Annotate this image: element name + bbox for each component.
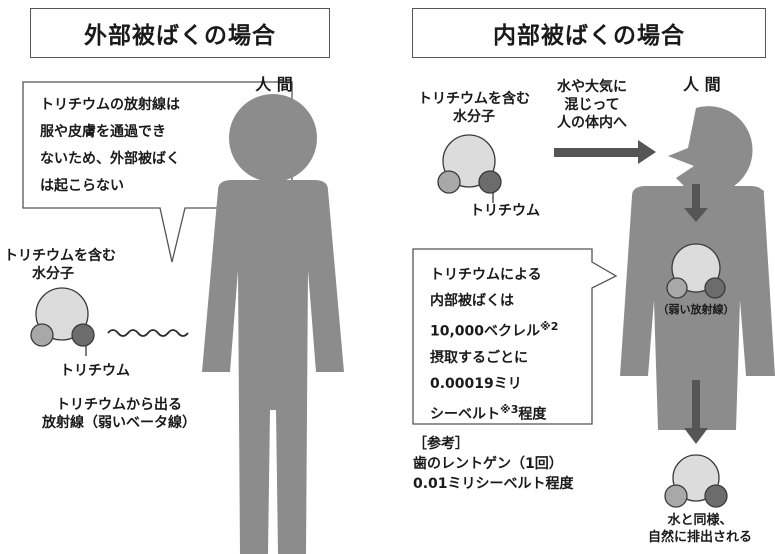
right-callout-text: トリチウムによる 内部被ばくは 10,000ベクレル※2 摂取するごとに 0.0… <box>430 262 590 427</box>
left-radiation-label: トリチウムから出る 放射線（弱いベータ線） <box>14 396 224 432</box>
note-2-mark: ※2 <box>540 320 559 333</box>
excrete-label-line: 自然に排出される <box>647 530 752 545</box>
left-person-icon <box>202 94 344 554</box>
left-callout-line: トリチウムの放射線は <box>40 97 180 113</box>
internal-arrow-down-icon <box>684 184 708 222</box>
right-path-label: 水や大気に 混じって 人の体内へ <box>542 78 642 132</box>
sievert-unit: シーベルト <box>430 406 500 423</box>
right-callout-line: 10,000ベクレル※2 <box>430 314 590 345</box>
left-molecule-label-line: トリチウムを含む <box>4 248 116 264</box>
excrete-label: 水と同様、 自然に排出される <box>636 512 764 546</box>
right-molecule-label-line: 水分子 <box>453 109 495 125</box>
note-3-mark: ※3 <box>500 402 519 416</box>
left-molecule-label-line: 水分子 <box>32 266 74 282</box>
right-person-label: 人 間 <box>683 75 721 94</box>
right-molecule-label-line: トリチウムを含む <box>418 91 530 107</box>
left-callout-line: ないため、外部被ばく <box>40 151 180 167</box>
right-callout-line: 内部被ばくは <box>430 293 514 309</box>
left-radiation-label-line: トリチウムから出る <box>56 397 182 413</box>
becquerel-value: 10,000ベクレル <box>430 323 541 340</box>
excreted-molecule-icon <box>664 454 728 508</box>
right-water-molecule-icon <box>437 134 502 203</box>
left-tritium-label: トリチウム <box>60 363 130 379</box>
reference-line: 歯のレントゲン（1回） <box>413 456 563 472</box>
right-callout-line: 0.00019ミリ <box>430 375 522 392</box>
right-arrow-into-body-icon <box>554 140 656 164</box>
inside-body-molecule-icon <box>666 243 726 299</box>
right-callout-line: シーベルト※3程度 <box>430 397 590 428</box>
right-path-label-line: 人の体内へ <box>557 115 627 131</box>
left-callout-text: トリチウムの放射線は 服や皮膚を通過でき ないため、外部被ばく は起こらない <box>40 92 290 200</box>
right-callout-line: トリチウムによる <box>430 267 542 283</box>
left-title: 外部被ばくの場合 <box>30 8 330 58</box>
left-callout-line: は起こらない <box>40 178 124 194</box>
right-speech-bubble <box>412 248 618 425</box>
left-person-label: 人 間 <box>255 75 293 94</box>
reference-note: ［参考］ 歯のレントゲン（1回） 0.01ミリシーベルト程度 <box>413 434 574 494</box>
right-molecule-label: トリチウムを含む 水分子 <box>404 90 544 126</box>
reference-line: 0.01ミリシーベルト程度 <box>413 476 574 492</box>
right-title: 内部被ばくの場合 <box>412 8 766 58</box>
right-tritium-label: トリチウム <box>470 203 540 219</box>
excretion-arrow-down-icon <box>684 380 708 444</box>
left-molecule-label: トリチウムを含む 水分子 <box>4 247 116 283</box>
reference-line: ［参考］ <box>413 436 469 452</box>
inside-body-label: （弱い放射線） <box>657 303 735 316</box>
radiation-wave-icon <box>107 329 189 337</box>
left-water-molecule-icon <box>30 287 95 356</box>
left-radiation-label-line: 放射線（弱いベータ線） <box>42 415 196 431</box>
degree-suffix: 程度 <box>518 406 547 423</box>
left-callout-line: 服や皮膚を通過でき <box>40 124 166 140</box>
excrete-label-line: 水と同様、 <box>667 513 733 528</box>
right-callout-line: 摂取するごとに <box>430 349 528 366</box>
right-path-label-line: 混じって <box>564 97 620 113</box>
right-path-label-line: 水や大気に <box>557 79 627 95</box>
